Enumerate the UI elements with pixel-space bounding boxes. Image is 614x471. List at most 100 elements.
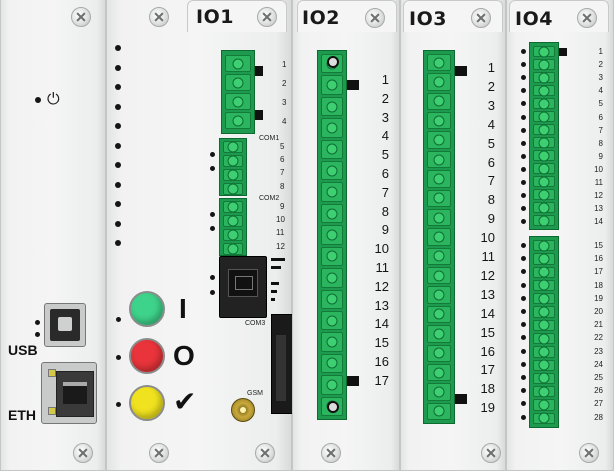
status-led [521,219,526,225]
terminal-number: 12 [480,267,495,283]
terminal-number: 2 [381,90,389,106]
terminal-number: 19 [480,400,495,416]
terminal-pin [533,293,555,305]
terminal-pin [533,306,555,318]
sim-slot[interactable] [271,314,293,414]
io4-terminal-strip-upper[interactable] [529,42,559,230]
status-led [521,361,526,367]
ethernet-port[interactable] [41,362,97,424]
terminal-number: 27 [594,399,603,409]
terminal-number: 7 [487,173,495,189]
status-led [521,414,526,420]
status-led [115,123,121,129]
terminal-pin [321,225,343,245]
status-led [521,335,526,341]
cpu-module: ⏻ USB ETH [0,0,106,471]
status-led [521,388,526,394]
terminal-pin [533,279,555,292]
terminal-block-com1[interactable] [219,138,247,196]
usb-port[interactable] [44,303,86,347]
terminal-number: 17 [594,267,603,277]
terminal-number: 14 [374,316,389,332]
terminal-number: 21 [594,320,603,330]
confirm-button[interactable] [129,385,165,421]
status-led [115,162,121,168]
stop-button[interactable] [129,338,165,374]
terminal-number: 9 [381,222,389,238]
io2-title: IO2 [302,7,340,29]
terminal-number: 5 [598,99,603,109]
io2-terminal-strip[interactable] [317,50,347,420]
terminal-number: 14 [480,305,495,321]
terminal-number: 7 [280,168,285,177]
terminal-number: 12 [276,242,285,251]
terminal-pin [427,363,451,382]
terminal-number: 11 [481,249,496,264]
terminal-number: 20 [594,307,603,316]
gsm-antenna-connector[interactable] [231,398,255,422]
terminal-pin [321,375,343,395]
terminal-pin [321,75,343,95]
terminal-pin [533,176,555,187]
terminal-pin [427,305,451,324]
terminal-pin [321,203,343,224]
terminal-block-com2[interactable] [219,198,247,256]
io4-terminal-strip-lower[interactable] [529,236,559,428]
terminal-number: 1 [487,60,495,75]
terminal-pin [427,267,451,285]
usb-label: USB [8,342,38,358]
terminal-number: 28 [594,412,603,422]
status-led [521,269,526,275]
terminal-pin [321,246,343,267]
terminal-number: 11 [594,178,603,187]
terminal-number: 11 [375,260,390,275]
status-led [521,75,526,81]
terminal-number: 11 [276,228,285,237]
terminal-pin [533,111,555,122]
stop-symbol: O [173,340,195,371]
terminal-number: 5 [487,135,495,151]
terminal-pin [427,150,451,169]
status-led [521,127,526,133]
terminal-pin [427,228,451,246]
status-led [521,243,526,248]
screw-icon [577,8,597,28]
io3-terminal-strip[interactable] [423,50,455,424]
terminal-pin [533,189,555,200]
strip-screw-icon [327,56,339,68]
terminal-pin [533,202,555,213]
status-led [521,88,526,94]
terminal-pin [533,85,555,96]
terminal-number: 1 [282,60,287,69]
terminal-pin [427,208,451,227]
terminal-pin [427,402,451,420]
terminal-number: 25 [594,373,603,382]
start-button[interactable] [129,291,165,327]
terminal-block-1[interactable] [221,50,255,134]
com3-port[interactable] [219,256,267,318]
status-led [521,101,526,107]
terminal-number: 1 [598,47,603,56]
terminal-pin [427,92,451,111]
terminal-number: 10 [594,164,603,174]
status-led [521,153,526,159]
terminal-pin [533,333,555,345]
terminal-number: 12 [594,191,603,201]
status-led [115,220,121,227]
terminal-pin [533,215,555,226]
terminal-pin [533,253,555,265]
terminal-pin [321,268,343,288]
screw-icon [321,443,341,463]
terminal-number: 6 [487,154,495,170]
strip-screw-icon [327,401,339,413]
terminal-pin [533,386,555,398]
screw-icon [71,7,91,27]
terminal-pin [533,346,555,358]
terminal-number: 13 [374,297,389,313]
status-led [521,166,526,172]
terminal-number: 22 [594,333,603,343]
screw-icon [257,7,277,27]
terminal-number: 8 [487,192,495,208]
